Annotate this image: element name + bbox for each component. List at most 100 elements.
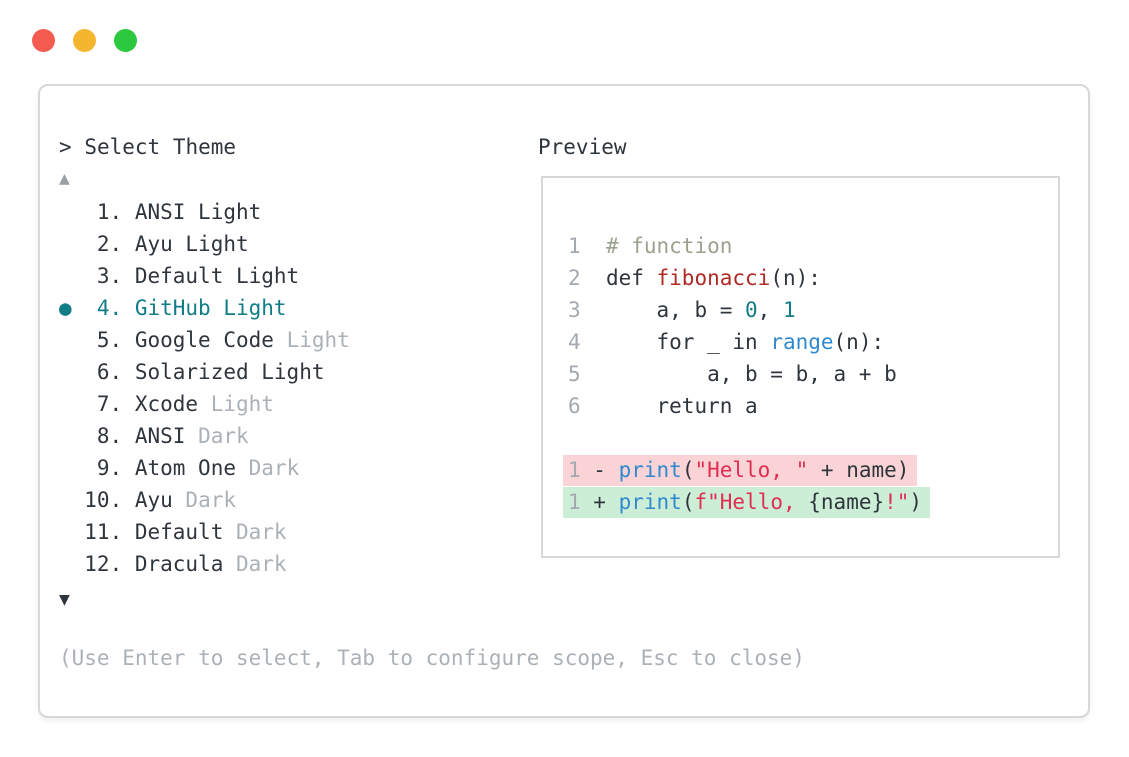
theme-number: 12. [84, 552, 123, 576]
code-line: 3 a, b = 0, 1 [568, 294, 930, 326]
token-bl: range [770, 330, 834, 354]
theme-number: 4. [96, 296, 123, 320]
dialog-title: Select Theme [84, 135, 237, 159]
code-line: 1 # function [568, 230, 930, 262]
theme-name: Atom One Dark [134, 456, 300, 480]
theme-option-dracula[interactable]: 12. Dracula Dark [59, 548, 350, 580]
theme-list: 1. ANSI Light 2. Ayu Light 3. Default Light ● 4… [59, 196, 350, 580]
token-com: # function [605, 234, 733, 258]
token-d: {name} [808, 490, 885, 514]
theme-number: 1. [96, 200, 123, 224]
token-ln: 2 [568, 266, 606, 290]
theme-option-ayu-light[interactable]: 2. Ayu Light [59, 228, 350, 260]
theme-option-default-light[interactable]: 3. Default Light [59, 260, 350, 292]
diff-line-added: 1 + print(f"Hello, {name}!") [563, 486, 931, 518]
theme-option-ansi[interactable]: 8.ANSI Dark [59, 420, 350, 452]
theme-variant-muted: Dark [185, 424, 249, 448]
theme-variant-muted: Light [198, 392, 274, 416]
token-num: 0 [745, 298, 758, 322]
theme-name: Xcode Light [134, 392, 274, 416]
token-num: 1 [782, 298, 796, 322]
theme-option-atom-one[interactable]: 9. Atom One Dark [59, 452, 350, 484]
token-d: - [580, 458, 619, 482]
token-ln: 6 [568, 394, 606, 418]
theme-name: Google Code Light [134, 328, 350, 352]
token-bl: print [618, 458, 682, 482]
theme-name: Solarized Light [134, 360, 325, 384]
diff-line-removed: 1 - print("Hello, " + name) [563, 454, 930, 486]
theme-number: 6. [96, 360, 123, 384]
theme-variant-muted: Dark [223, 520, 287, 544]
token-bl: print [618, 490, 682, 514]
token-d: ( [681, 490, 695, 514]
code-line: 5 a, b = b, a + b [568, 358, 930, 390]
theme-option-github-light[interactable]: ● 4. GitHub Light [59, 292, 350, 324]
token-ln: 1 [568, 490, 581, 514]
prompt-marker: > [59, 135, 72, 159]
token-ln: 3 [568, 298, 606, 322]
theme-name: GitHub Light [134, 296, 287, 320]
token-d: for _ in [605, 330, 771, 354]
token-d: ( [681, 458, 695, 482]
help-text: (Use Enter to select, Tab to configure s… [59, 646, 805, 670]
token-d: def [605, 266, 657, 290]
theme-variant-muted: Dark [236, 456, 300, 480]
theme-option-xcode[interactable]: 7. Xcode Light [59, 388, 350, 420]
diff-highlight: 1 + print(f"Hello, {name}!") [563, 487, 931, 518]
code-line [568, 422, 930, 454]
theme-variant-muted: Light [273, 328, 350, 352]
token-ln: 1 [568, 458, 581, 482]
theme-variant-muted: Dark [223, 552, 287, 576]
token-ln: 1 [568, 234, 606, 258]
code-line: 6 return a [568, 390, 930, 422]
theme-number: 9. [96, 456, 123, 480]
scroll-down-icon[interactable]: ▼ [59, 589, 70, 610]
close-window-button[interactable] [32, 29, 55, 52]
token-d: a, b = [605, 298, 746, 322]
selected-item-bullet: ● [59, 296, 72, 320]
theme-option-google-code[interactable]: 5. Google Code Light [59, 324, 350, 356]
window-controls [32, 29, 137, 52]
code-line: 2 def fibonacci(n): [568, 262, 930, 294]
token-ln: 4 [568, 330, 606, 354]
theme-option-ansi-light[interactable]: 1. ANSI Light [59, 196, 350, 228]
token-str: f"Hello, [694, 490, 809, 514]
theme-number: 5. [96, 328, 123, 352]
token-str: "Hello, " [694, 458, 809, 482]
theme-option-ayu[interactable]: 10. Ayu Dark [59, 484, 350, 516]
token-d: return a [605, 394, 758, 418]
theme-number: 10. [84, 488, 123, 512]
code-line: 4 for _ in range(n): [568, 326, 930, 358]
preview-heading: Preview [538, 135, 627, 159]
token-d: + name) [808, 458, 910, 482]
token-d: ) [909, 490, 923, 514]
theme-number: 7. [96, 392, 123, 416]
theme-name: Dracula Dark [134, 552, 287, 576]
prompt-line: > Select Theme [59, 131, 236, 163]
token-d: + [580, 490, 619, 514]
theme-name: Ayu Light [134, 232, 249, 256]
token-fn: fibonacci [656, 266, 771, 290]
theme-name: Default Light [134, 264, 300, 288]
token-ln: 5 [568, 362, 606, 386]
minimize-window-button[interactable] [73, 29, 96, 52]
token-d: a, b = b, a + b [605, 362, 897, 386]
diff-highlight: 1 - print("Hello, " + name) [563, 455, 918, 486]
theme-option-default[interactable]: 11.Default Dark [59, 516, 350, 548]
theme-variant-muted: Dark [172, 488, 236, 512]
token-str: !" [884, 490, 910, 514]
theme-picker-dialog: > Select Theme Preview ▲ 1. ANSI Light 2. A… [38, 84, 1090, 718]
theme-name: ANSI Dark [134, 424, 249, 448]
maximize-window-button[interactable] [114, 29, 137, 52]
theme-number: 2. [96, 232, 123, 256]
token-d: , [757, 298, 783, 322]
scroll-up-icon[interactable]: ▲ [59, 168, 70, 189]
token-d: (n): [833, 330, 885, 354]
theme-name: ANSI Light [134, 200, 262, 224]
theme-number: 3. [96, 264, 123, 288]
theme-option-solarized-light[interactable]: 6. Solarized Light [59, 356, 350, 388]
theme-name: Ayu Dark [134, 488, 236, 512]
theme-name: Default Dark [134, 520, 287, 544]
